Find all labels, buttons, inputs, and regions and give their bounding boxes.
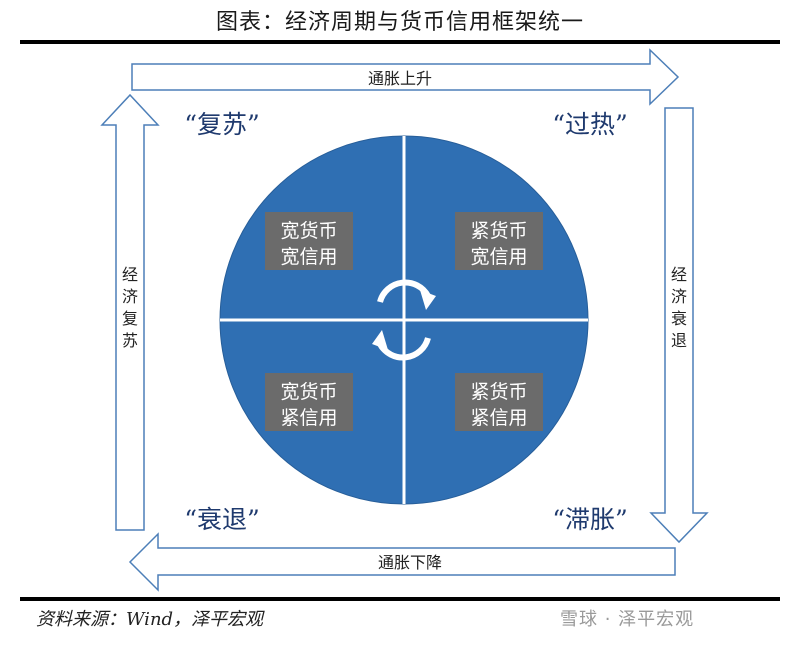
quadrant-top-left: 宽货币 宽信用 xyxy=(265,212,353,270)
right-label-char: 衰 xyxy=(671,309,687,328)
arrow-recovery: 经济复苏 xyxy=(100,93,160,531)
quadrant-top-left-line1: 宽货币 xyxy=(280,220,337,242)
arrow-inflation-down: 通胀下降 xyxy=(128,532,676,592)
right-label-char: 济 xyxy=(671,287,687,306)
arrow-label-bottom: 通胀下降 xyxy=(378,553,442,572)
left-label-char: 复 xyxy=(122,309,138,328)
left-label-char: 经 xyxy=(122,265,138,284)
quadrant-top-left-line2: 宽信用 xyxy=(280,246,337,268)
quadrant-top-right-line1: 紧货币 xyxy=(470,220,527,242)
quadrant-top-right: 紧货币 宽信用 xyxy=(455,212,543,270)
quadrant-bottom-left-line1: 宽货币 xyxy=(280,381,337,403)
phase-overheat: “过热” xyxy=(552,110,628,139)
arrow-recession: 经济衰退 xyxy=(649,107,709,544)
arrow-inflation-up: 通胀上升 xyxy=(131,48,680,106)
arrow-label-right: 经济衰退 xyxy=(671,265,687,350)
right-label-char: 退 xyxy=(671,331,687,350)
left-label-char: 苏 xyxy=(122,331,138,350)
phase-stagflation: “滞胀” xyxy=(552,505,628,534)
page-title: 图表：经济周期与货币信用框架统一 xyxy=(215,10,584,35)
arrow-label-top: 通胀上升 xyxy=(368,69,432,88)
quadrant-bottom-left-line2: 紧信用 xyxy=(280,407,337,429)
left-label-char: 济 xyxy=(122,287,138,306)
quadrant-bottom-right-line2: 紧信用 xyxy=(470,407,527,429)
arrow-label-left: 经济复苏 xyxy=(122,265,138,350)
quadrant-bottom-right: 紧货币 紧信用 xyxy=(455,373,543,431)
bottom-rule xyxy=(20,597,780,601)
top-rule xyxy=(20,40,780,44)
watermark: 雪球 · 泽平宏观 xyxy=(560,609,695,630)
cycle-arrows-icon xyxy=(372,279,436,361)
quadrant-bottom-left: 宽货币 紧信用 xyxy=(265,373,353,431)
phase-recession: “衰退” xyxy=(184,505,260,534)
quadrant-top-right-line2: 宽信用 xyxy=(470,246,527,268)
source-note: 资料来源：Wind，泽平宏观 xyxy=(36,609,264,630)
phase-recovery: “复苏” xyxy=(184,110,260,139)
right-label-char: 经 xyxy=(671,265,687,284)
quadrant-bottom-right-line1: 紧货币 xyxy=(470,381,527,403)
